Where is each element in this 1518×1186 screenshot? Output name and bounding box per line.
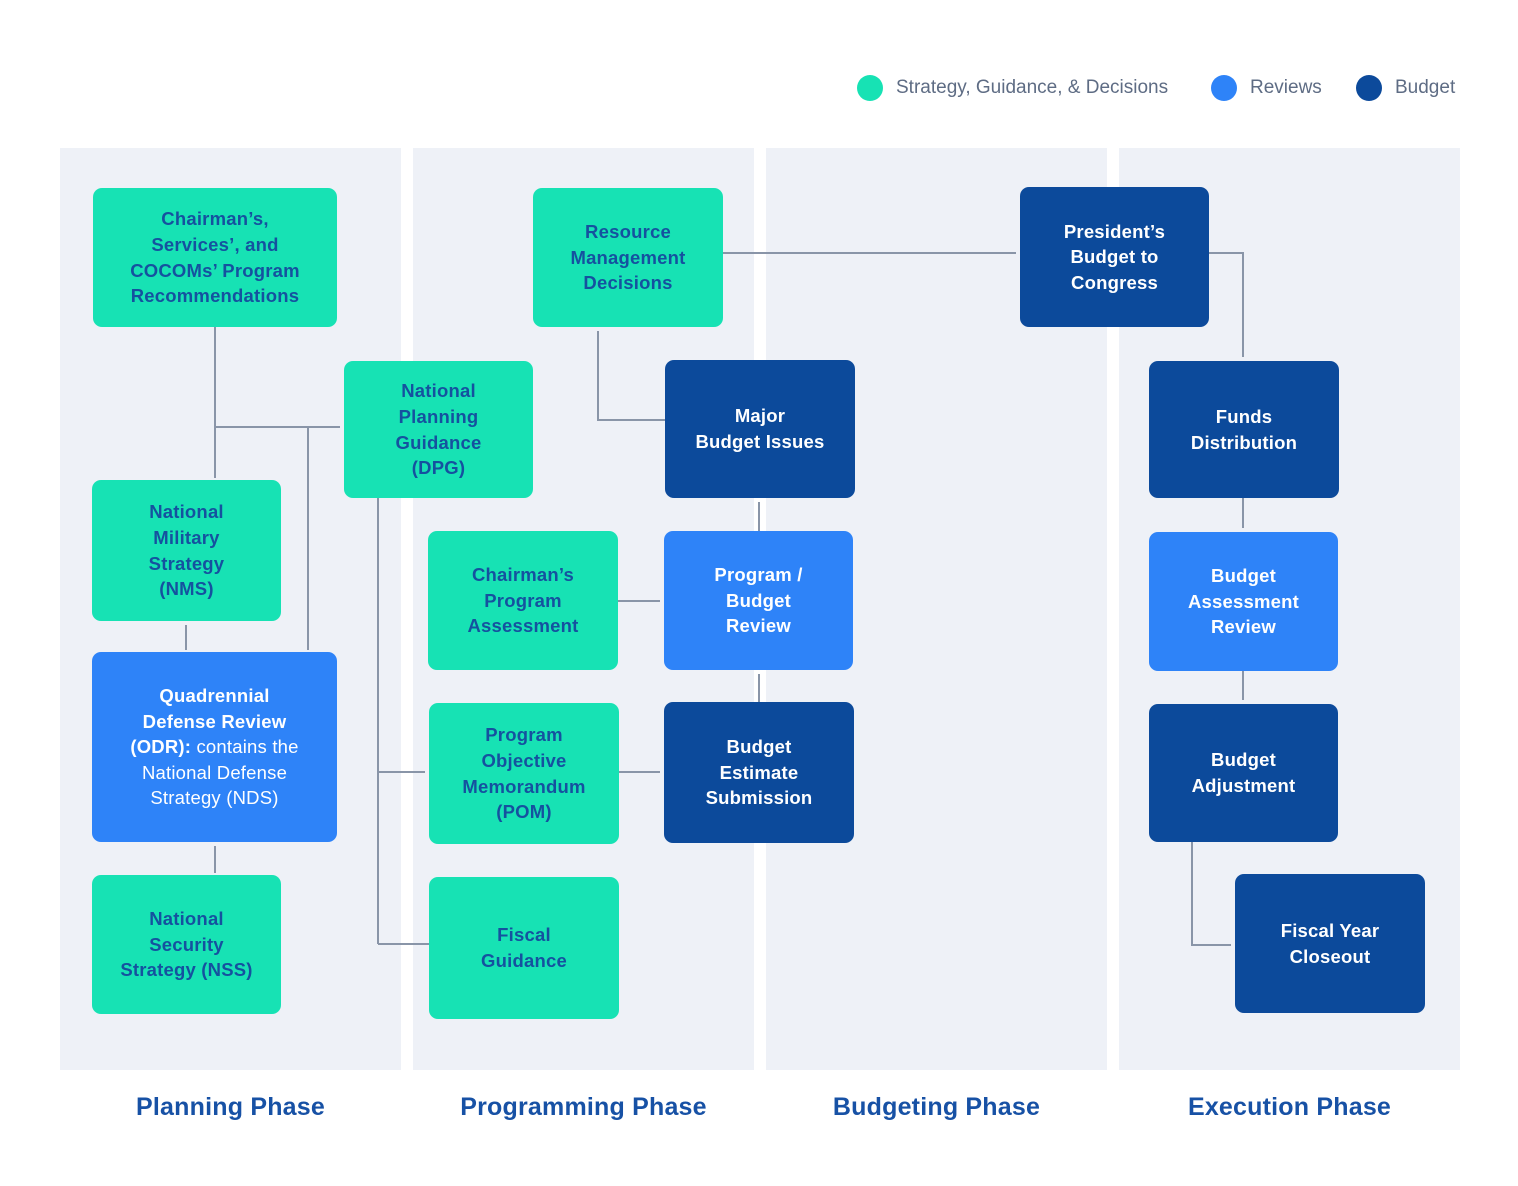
phase-label-execution: Execution Phase <box>1187 1093 1392 1121</box>
box-program-objective-memorandum: Program Objective Memorandum (POM) <box>429 703 619 844</box>
box-national-military-strategy: National Military Strategy (NMS) <box>92 480 281 621</box>
box-national-security-strategy: National Security Strategy (NSS) <box>92 875 281 1014</box>
legend-label-budget: Budget <box>1395 77 1456 98</box>
box-program-budget-review: Program / Budget Review <box>664 531 853 670</box>
legend-label-strategy: Strategy, Guidance, & Decisions <box>896 77 1169 98</box>
phase-label-programming: Programming Phase <box>460 1093 707 1121</box>
box-fiscal-year-closeout: Fiscal Year Closeout <box>1235 874 1425 1013</box>
box-budget-adjustment: Budget Adjustment <box>1149 704 1338 842</box>
reviews-legend-dot-icon <box>1211 75 1237 101</box>
box-national-planning-guidance: National Planning Guidance (DPG) <box>344 361 533 498</box>
legend-item-budget: Budget <box>1356 74 1455 102</box>
phase-label-budgeting: Budgeting Phase <box>832 1093 1041 1121</box>
box-presidents-budget-to-congress: President’s Budget to Congress <box>1020 187 1209 327</box>
box-major-budget-issues: Major Budget Issues <box>665 360 855 498</box>
legend-label-reviews: Reviews <box>1250 77 1322 98</box>
phase-label-planning: Planning Phase <box>136 1093 325 1121</box>
legend-item-reviews: Reviews <box>1211 74 1322 102</box>
legend-item-strategy: Strategy, Guidance, & Decisions <box>857 74 1168 102</box>
budget-legend-dot-icon <box>1356 75 1382 101</box>
box-resource-management-decisions: Resource Management Decisions <box>533 188 723 327</box>
box-quadrennial-defense-review: Quadrennial Defense Review (ODR): contai… <box>92 652 337 842</box>
box-fiscal-guidance: Fiscal Guidance <box>429 877 619 1019</box>
box-chairmans-program-assessment: Chairman’s Program Assessment <box>428 531 618 670</box>
box-chairmans-services-cocoms-program-recommendations: Chairman’s, Services’, and COCOMs’ Progr… <box>93 188 337 327</box>
box-budget-estimate-submission: Budget Estimate Submission <box>664 702 854 843</box>
box-budget-assessment-review: Budget Assessment Review <box>1149 532 1338 671</box>
strategy-legend-dot-icon <box>857 75 883 101</box>
box-funds-distribution: Funds Distribution <box>1149 361 1339 498</box>
